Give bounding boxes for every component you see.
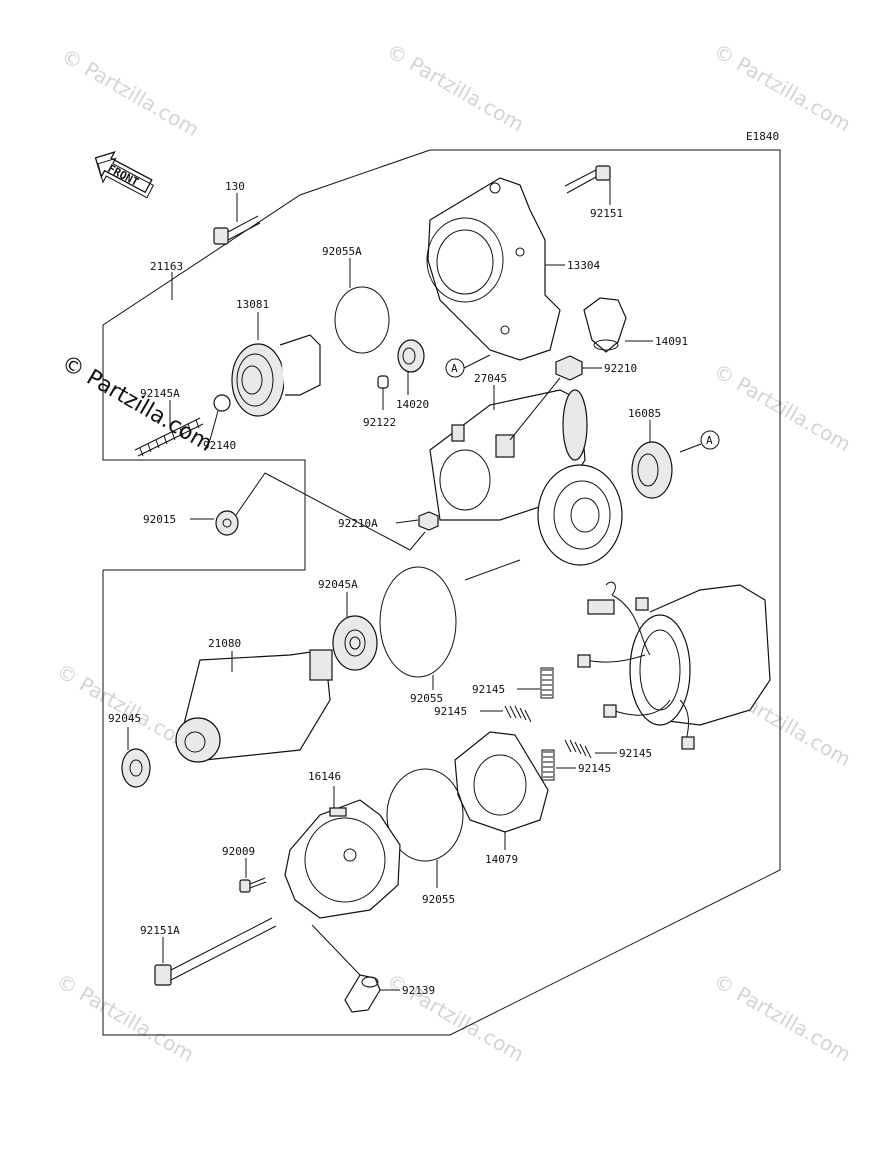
part-label-16085[interactable]: 16085 <box>628 407 661 420</box>
diagram-code: E1840 <box>746 130 779 143</box>
part-label-92139[interactable]: 92139 <box>402 984 435 997</box>
spring-92145-4[interactable] <box>541 749 555 781</box>
ball-92140[interactable] <box>213 394 231 412</box>
part-label-21080[interactable]: 21080 <box>208 637 241 650</box>
clutch-gear-13081[interactable] <box>231 334 321 417</box>
spring-92145-2[interactable] <box>504 705 532 723</box>
part-label-92045A[interactable]: 92045A <box>318 578 358 591</box>
bearing-92045[interactable] <box>121 748 151 788</box>
part-label-92145A[interactable]: 92145A <box>140 387 180 400</box>
part-label-130[interactable]: 130 <box>225 180 245 193</box>
watermark: © Partzilla.com <box>710 969 856 1067</box>
part-label-14020[interactable]: 14020 <box>396 398 429 411</box>
part-label-16146[interactable]: 16146 <box>308 770 341 783</box>
gear-14020[interactable] <box>397 339 425 373</box>
watermark: © Partzilla.com <box>58 44 204 142</box>
bearing-92045A[interactable] <box>332 615 378 671</box>
part-label-92055-upper[interactable]: 92055 <box>410 692 443 705</box>
brush-holder-14079[interactable] <box>454 731 549 833</box>
part-label-13304[interactable]: 13304 <box>567 259 600 272</box>
front-arrow-icon <box>94 151 155 199</box>
nut-92210[interactable] <box>555 355 583 381</box>
grommet-92139[interactable] <box>344 974 381 1013</box>
end-cover-16146[interactable] <box>284 799 401 919</box>
watermarks: © Partzilla.com © Partzilla.com © Partzi… <box>53 39 856 1067</box>
part-label-21163[interactable]: 21163 <box>150 260 183 273</box>
watermark: © Partzilla.com <box>710 359 856 457</box>
part-label-92140[interactable]: 92140 <box>203 439 236 452</box>
ref-marker-a <box>700 430 720 450</box>
part-label-92015[interactable]: 92015 <box>143 513 176 526</box>
pin-92122[interactable] <box>377 375 389 389</box>
part-label-92055-lower[interactable]: 92055 <box>422 893 455 906</box>
part-label-92055A[interactable]: 92055A <box>322 245 362 258</box>
clutch-housing-13304[interactable] <box>426 177 561 361</box>
ref-marker-label: A <box>706 434 713 447</box>
part-label-14091[interactable]: 14091 <box>655 335 688 348</box>
o-ring-92055-lower[interactable] <box>386 768 464 862</box>
watermark: © Partzilla.com <box>53 969 199 1067</box>
part-label-92009[interactable]: 92009 <box>222 845 255 858</box>
washer-92015[interactable] <box>215 510 239 536</box>
part-label-92145-3[interactable]: 92145 <box>619 747 652 760</box>
bolt-92151[interactable] <box>564 165 611 194</box>
part-label-92045[interactable]: 92045 <box>108 712 141 725</box>
yoke-assembly[interactable] <box>577 581 771 750</box>
boot-14091[interactable] <box>583 297 627 353</box>
gear-16085[interactable] <box>631 441 673 499</box>
watermark: © Partzilla.com <box>383 39 529 137</box>
part-label-92151[interactable]: 92151 <box>590 207 623 220</box>
bolt-92151A[interactable] <box>154 917 277 986</box>
bolt-130[interactable] <box>213 215 261 245</box>
spring-92145-3[interactable] <box>564 739 592 759</box>
o-ring-92055-upper[interactable] <box>379 566 457 678</box>
spring-92145A[interactable] <box>134 417 204 457</box>
part-label-92145-4[interactable]: 92145 <box>578 762 611 775</box>
part-label-92210A[interactable]: 92210A <box>338 517 378 530</box>
part-label-27045[interactable]: 27045 <box>474 372 507 385</box>
watermark: © Partzilla.com <box>710 39 856 137</box>
ref-marker-label: A <box>451 362 458 375</box>
armature-21080[interactable] <box>175 649 333 763</box>
end-housing-ring[interactable] <box>537 464 623 566</box>
watermark-dark: © Partzilla.com <box>57 351 217 458</box>
nut-92210A[interactable] <box>418 511 439 531</box>
part-label-14079[interactable]: 14079 <box>485 853 518 866</box>
assembly-frame <box>102 149 781 1036</box>
part-label-92210[interactable]: 92210 <box>604 362 637 375</box>
part-label-92145-2[interactable]: 92145 <box>434 705 467 718</box>
spring-92145-1[interactable] <box>540 667 554 699</box>
part-label-13081[interactable]: 13081 <box>236 298 269 311</box>
part-label-92145-1[interactable]: 92145 <box>472 683 505 696</box>
part-label-92151A[interactable]: 92151A <box>140 924 180 937</box>
screw-92009[interactable] <box>239 877 267 893</box>
o-ring-92055A[interactable] <box>334 286 390 354</box>
part-label-92122[interactable]: 92122 <box>363 416 396 429</box>
